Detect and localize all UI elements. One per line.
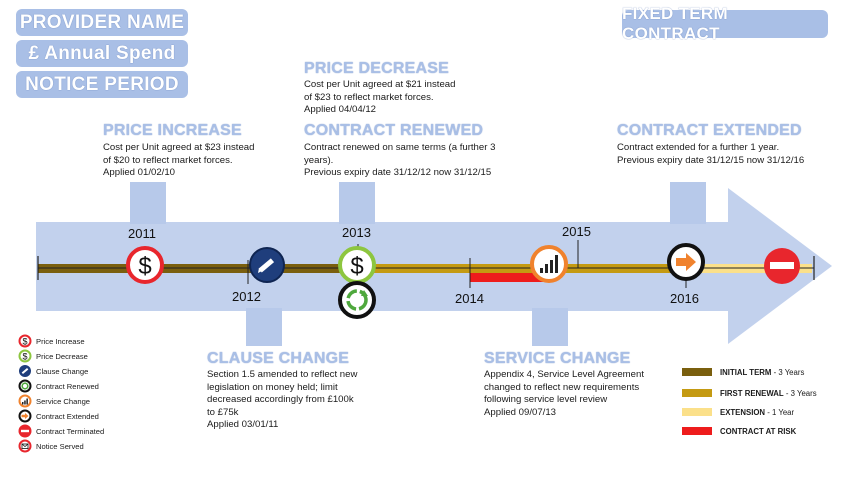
legend-item-contract-terminated: Contract Terminated — [18, 424, 104, 438]
price-decrease-text: Cost per Unit agreed at $21 instead of $… — [304, 79, 456, 116]
timeline-dollar-red-icon: $ — [126, 246, 164, 284]
year-2011: 2011 — [128, 226, 156, 241]
legend-label: Contract Terminated — [36, 426, 105, 436]
year-2014: 2014 — [455, 291, 484, 306]
contract-extended-title: CONTRACT EXTENDED — [617, 122, 802, 139]
svg-text:$: $ — [138, 253, 151, 280]
envelope-icon — [18, 439, 32, 453]
year-2013: 2013 — [342, 225, 371, 240]
contract-renewed-title: CONTRACT RENEWED — [304, 122, 484, 139]
connector-service-change — [532, 308, 568, 346]
connector-contract-extended — [670, 182, 706, 224]
legend-item-clause-change: Clause Change — [18, 364, 88, 378]
dollar-icon: $ — [18, 349, 32, 363]
legend-label: Price Increase — [36, 336, 85, 346]
annual-spend-label: £ Annual Spend — [16, 40, 188, 67]
bar-at-risk — [470, 273, 546, 282]
year-2015: 2015 — [562, 224, 591, 239]
legend-item-price-increase: $ Price Increase — [18, 334, 85, 348]
provider-name-label: PROVIDER NAME — [16, 9, 188, 36]
key-swatch — [682, 389, 712, 397]
legend-label: Service Change — [36, 396, 91, 406]
connector-contract-renewed — [339, 182, 375, 224]
service-change-title: SERVICE CHANGE — [484, 350, 631, 367]
notice-period-label: NOTICE PERIOD — [16, 71, 188, 98]
key-label: INITIAL TERM - 3 Years — [720, 367, 805, 377]
no-entry-icon — [18, 424, 32, 438]
dollar-icon: $ — [18, 334, 32, 348]
key-swatch — [682, 408, 712, 416]
key-contract-at-risk: CONTRACT AT RISK — [682, 424, 796, 438]
key-label: CONTRACT AT RISK — [720, 426, 797, 436]
timeline-dollar-green-icon: $ — [338, 246, 376, 284]
legend-item-price-decrease: $ Price Decrease — [18, 349, 88, 363]
recycle-icon — [18, 379, 32, 393]
year-2012: 2012 — [232, 289, 261, 304]
legend-label: Price Decrease — [36, 351, 88, 361]
svg-text:$: $ — [22, 352, 27, 362]
legend-label: Contract Renewed — [36, 381, 99, 391]
legend-label: Contract Extended — [36, 411, 99, 421]
legend-label: Clause Change — [36, 366, 89, 376]
key-swatch — [682, 368, 712, 376]
timeline-pen-icon — [249, 247, 285, 283]
price-increase-title: PRICE INCREASE — [103, 122, 242, 139]
service-change-text: Appendix 4, Service Level Agreement chan… — [484, 369, 644, 418]
legend-item-notice-served: Notice Served — [18, 439, 84, 453]
contract-extended-text: Contract extended for a further 1 year. … — [617, 142, 805, 166]
connector-clause-change — [246, 308, 282, 346]
timeline-arrow-right-icon — [667, 243, 705, 281]
price-decrease-title: PRICE DECREASE — [304, 60, 450, 77]
legend-item-contract-renewed: Contract Renewed — [18, 379, 99, 393]
key-label: FIRST RENEWAL - 3 Years — [720, 388, 817, 398]
legend-item-service-change: Service Change — [18, 394, 90, 408]
svg-text:$: $ — [350, 253, 363, 280]
clause-change-text: Section 1.5 amended to reflect new legis… — [207, 369, 358, 431]
key-extension: EXTENSION - 1 Year — [682, 405, 794, 419]
pen-icon — [19, 365, 31, 377]
timeline-recycle-icon — [338, 281, 376, 319]
contract-renewed-text: Contract renewed on same terms (a furthe… — [304, 142, 496, 179]
price-increase-text: Cost per Unit agreed at $23 instead of $… — [103, 142, 255, 179]
key-first-renewal: FIRST RENEWAL - 3 Years — [682, 386, 817, 400]
key-label: EXTENSION - 1 Year — [720, 407, 795, 417]
legend-item-contract-extended: Contract Extended — [18, 409, 99, 423]
year-2016: 2016 — [670, 291, 699, 306]
legend-label: Notice Served — [36, 441, 84, 451]
timeline-no-entry-icon — [764, 248, 800, 284]
svg-text:$: $ — [22, 337, 27, 347]
key-initial-term: INITIAL TERM - 3 Years — [682, 365, 804, 379]
bar-chart-icon — [18, 394, 32, 408]
timeline-bar-chart-icon — [530, 245, 568, 283]
arrow-right-icon — [18, 409, 32, 423]
key-swatch — [682, 427, 712, 435]
clause-change-title: CLAUSE CHANGE — [207, 350, 350, 367]
connector-price-increase — [130, 182, 166, 224]
